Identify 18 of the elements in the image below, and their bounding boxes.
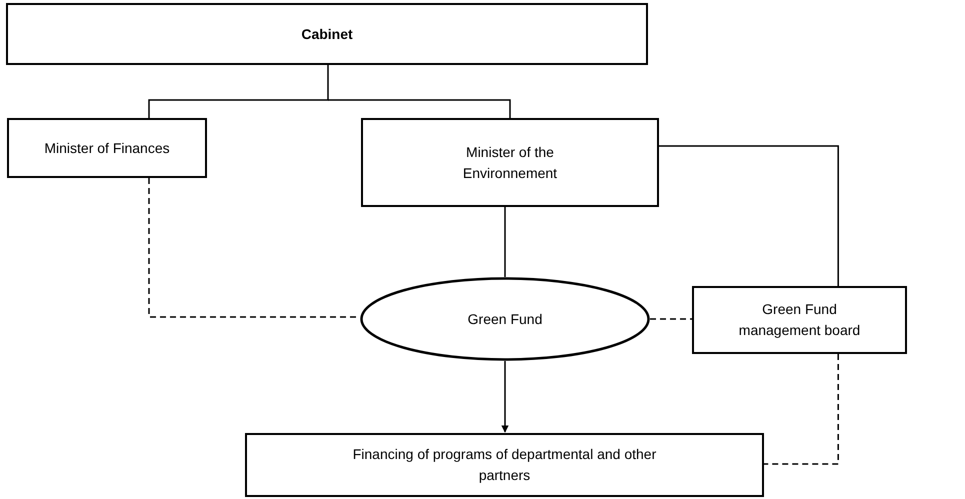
connector [504, 207, 506, 277]
org-box [7, 118, 207, 178]
connector [328, 99, 511, 118]
node-label: Minister of the Environnement [462, 142, 558, 182]
org-box [245, 433, 764, 497]
dashed-connector [650, 318, 692, 320]
node-label: Financing of programs of departmental and other partners [352, 445, 658, 485]
node-label: Green Fund management board [738, 300, 862, 340]
node-label: Cabinet [301, 24, 353, 44]
connector [659, 145, 839, 286]
org-box [692, 286, 907, 354]
connector [148, 65, 329, 118]
arrow [501, 361, 509, 433]
node-label: Minister of Finances [44, 138, 170, 158]
node-label: Green Fund [468, 310, 542, 328]
dashed-connector [764, 354, 839, 465]
org-box [6, 3, 648, 65]
org-box [361, 118, 659, 207]
